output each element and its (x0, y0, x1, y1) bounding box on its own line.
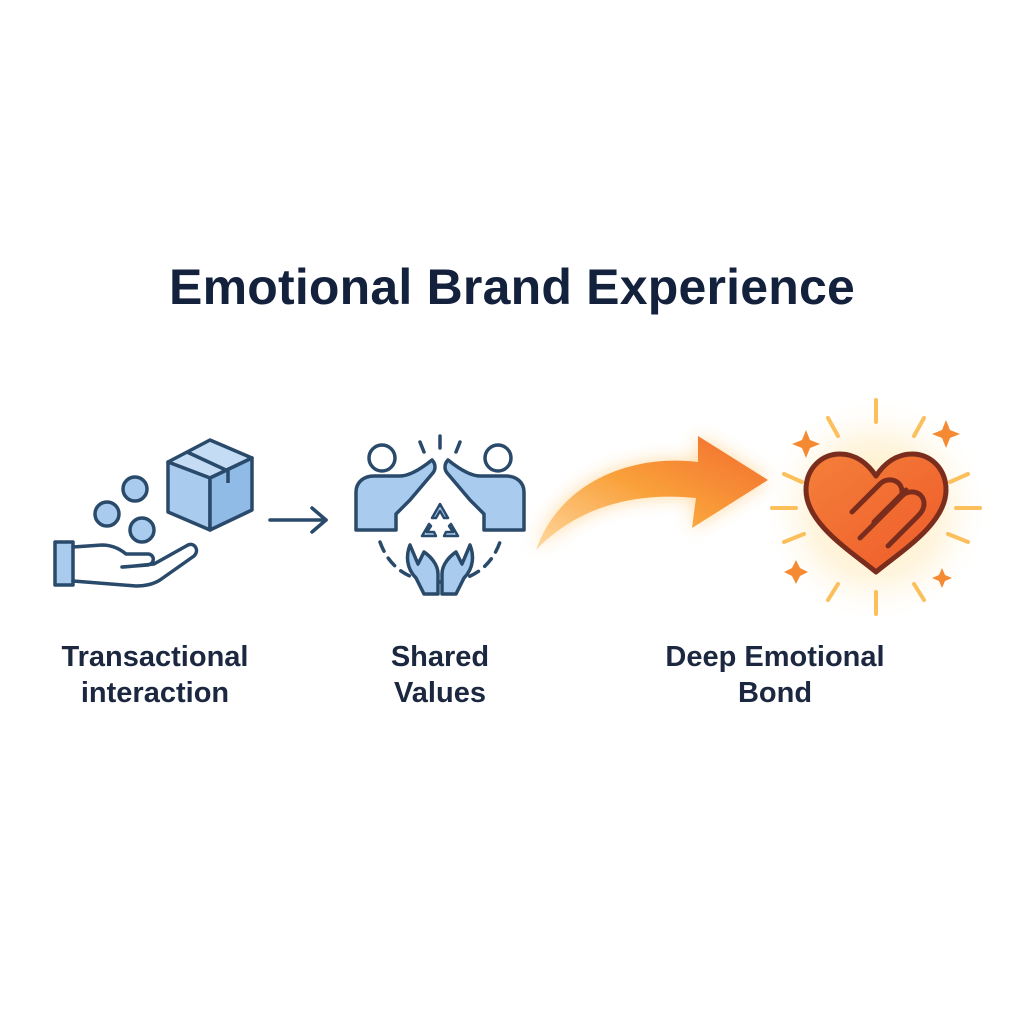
circle-arc (378, 540, 502, 584)
sparkle-icons (784, 420, 960, 588)
chain-link-icon (849, 477, 927, 549)
stage-label-line: Deep Emotional (665, 641, 885, 673)
stage-label-line: Bond (737, 677, 813, 709)
curved-arrow-icon (536, 436, 768, 550)
stage-label-line: Shared (390, 641, 490, 673)
heart-shape (803, 451, 949, 575)
stage-label-line: Values (394, 677, 486, 709)
curved-arrow-body (536, 436, 768, 550)
cupped-hands-icon (405, 543, 475, 596)
stage-label-emotional-bond: Deep Emotional Bond (620, 639, 930, 711)
hand-coins-box-icon (53, 438, 254, 588)
coins-icon (93, 475, 156, 544)
box-icon (166, 438, 254, 532)
stage-label-shared-values: Shared Values (340, 639, 540, 711)
people-recycle-icon (354, 434, 526, 596)
stage-label-line: interaction (80, 677, 230, 709)
stage-label-line: Transactional (61, 641, 249, 673)
right-person-icon (443, 443, 526, 532)
stage-label-transactional: Transactional interaction (30, 639, 280, 711)
left-person-icon (354, 443, 437, 532)
arrow-right-icon (268, 506, 328, 534)
open-hand-icon (53, 540, 199, 588)
light-rays (770, 398, 982, 616)
recycle-icon (420, 502, 460, 538)
spark-lines (418, 434, 462, 454)
diagram-title: Emotional Brand Experience (169, 259, 855, 315)
glowing-heart-link-icon (761, 395, 991, 625)
